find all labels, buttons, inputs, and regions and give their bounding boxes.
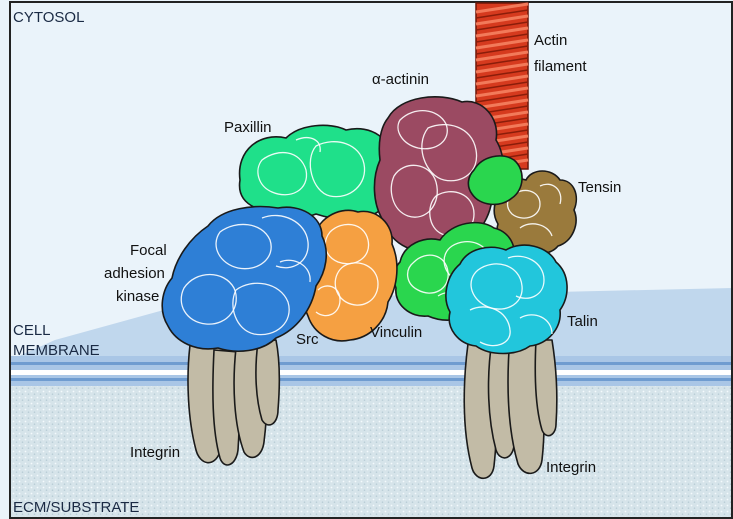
integrin-right-label: Integrin <box>546 459 596 476</box>
actin-label-line2: filament <box>534 58 587 75</box>
membrane-line-bottom <box>10 378 733 381</box>
fak-label-line1: Focal <box>130 242 167 259</box>
cytosol-label: CYTOSOL <box>13 9 84 26</box>
ecm-label: ECM/SUBSTRATE <box>13 499 139 516</box>
tensin-label: Tensin <box>578 179 621 196</box>
src-label: Src <box>296 331 319 348</box>
membrane-line-top <box>10 362 733 365</box>
vinculin-label: Vinculin <box>370 324 422 341</box>
paxillin-label: Paxillin <box>224 119 272 136</box>
fak-label-line3: kinase <box>116 288 159 305</box>
fak-label-line2: adhesion <box>104 265 165 282</box>
alpha-actinin-label: α-actinin <box>372 71 429 88</box>
membrane-line-white <box>10 370 733 375</box>
talin-protein <box>446 245 567 353</box>
paxillin-protein <box>240 125 396 219</box>
integrin-left-label: Integrin <box>130 444 180 461</box>
membrane-label-line2: MEMBRANE <box>13 342 100 359</box>
membrane-label-line1: CELL <box>13 322 51 339</box>
actin-label-line1: Actin <box>534 32 567 49</box>
talin-label: Talin <box>567 313 598 330</box>
